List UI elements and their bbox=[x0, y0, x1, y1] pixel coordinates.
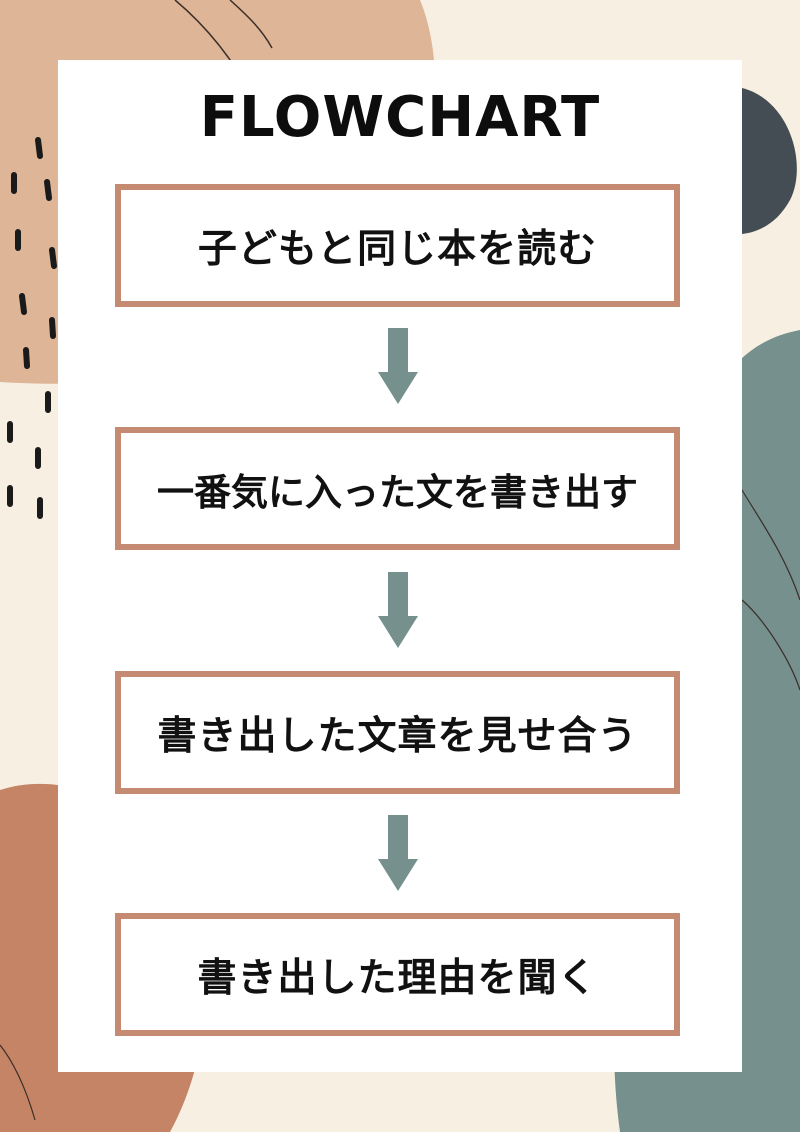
line-stroke bbox=[0, 1044, 36, 1121]
down-arrow-icon bbox=[378, 572, 418, 648]
flow-step-label: 一番気に入った文を書き出す bbox=[157, 470, 638, 514]
line-stroke bbox=[741, 599, 800, 691]
flow-step-3: 書き出した文章を見せ合う bbox=[115, 671, 680, 794]
down-arrow-icon bbox=[378, 815, 418, 891]
line-stroke bbox=[229, 0, 273, 49]
page-title: FLOWCHART bbox=[199, 85, 601, 150]
slate-blob bbox=[742, 88, 797, 234]
flow-step-label: 書き出した文章を見せ合う bbox=[157, 713, 638, 759]
flow-step-2: 一番気に入った文を書き出す bbox=[115, 427, 680, 550]
flow-step-1: 子どもと同じ本を読む bbox=[115, 184, 680, 307]
flow-step-label: 書き出した理由を聞く bbox=[197, 955, 598, 1001]
flow-step-label: 子どもと同じ本を読む bbox=[197, 226, 598, 272]
dash-marks bbox=[7, 137, 57, 519]
flow-step-4: 書き出した理由を聞く bbox=[115, 913, 680, 1036]
down-arrow-icon bbox=[378, 328, 418, 404]
line-stroke bbox=[741, 489, 800, 601]
